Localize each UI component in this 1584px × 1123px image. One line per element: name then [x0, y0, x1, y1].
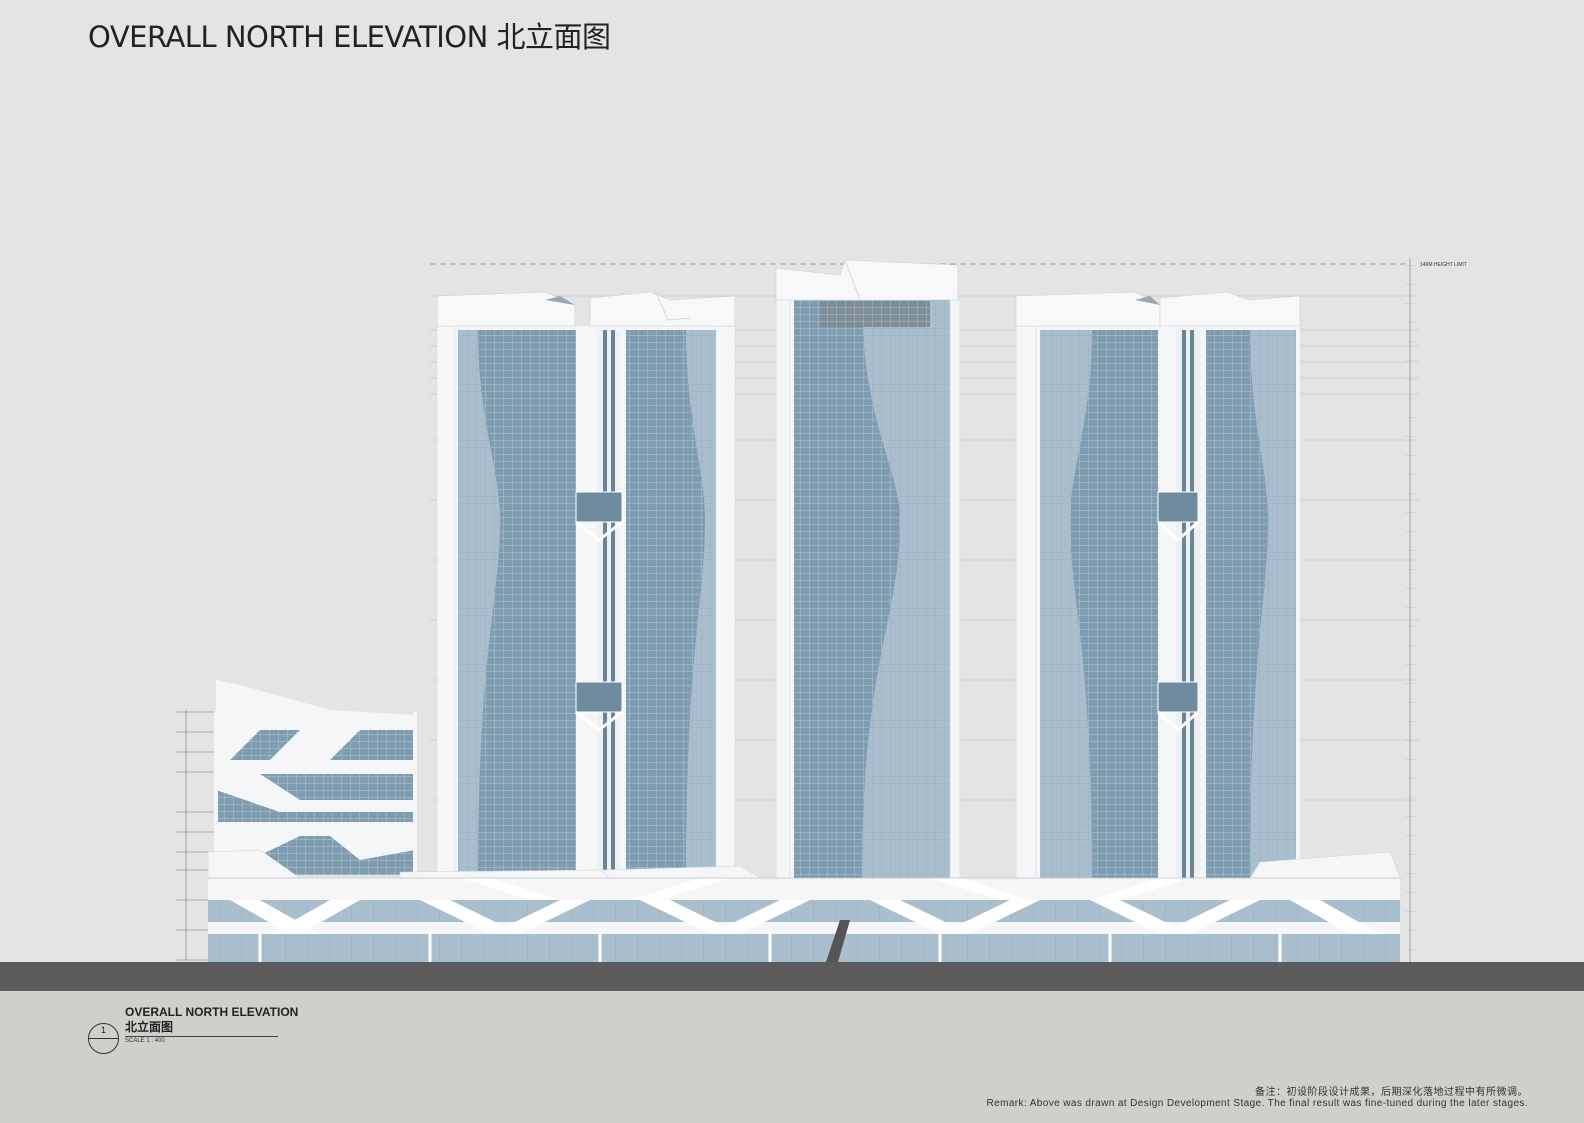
- caption-subtitle: 北立面图: [125, 1020, 174, 1034]
- right-level-markers: [1405, 258, 1415, 962]
- footer-band: [0, 991, 1584, 1123]
- caption-scale: SCALE 1 : 400: [125, 1038, 165, 1044]
- podium: [207, 849, 1401, 962]
- left-level-markers: [176, 710, 214, 961]
- caption-bubble: [88, 1023, 119, 1054]
- page-title: OVERALL NORTH ELEVATION 北立面图: [88, 20, 611, 54]
- left-tower: [436, 289, 736, 879]
- caption-number: 1: [100, 1025, 106, 1035]
- remark-chinese: 备注：初设阶段设计成果，后期深化落地过程中有所微调。: [1255, 1087, 1528, 1098]
- remark-english: Remark: Above was drawn at Design Develo…: [986, 1098, 1528, 1109]
- height-limit-label: 149M HEIGHT LIMIT: [1420, 262, 1467, 268]
- center-tower: [775, 259, 961, 879]
- caption-title: OVERALL NORTH ELEVATION: [125, 1005, 299, 1019]
- caption-underline: [125, 1036, 278, 1037]
- right-tower: [1015, 291, 1301, 879]
- north-elevation-drawing: 149M HEIGHT LIMIT: [176, 258, 1467, 962]
- left-annex-block: [214, 680, 417, 878]
- ground-plane: [0, 962, 1584, 991]
